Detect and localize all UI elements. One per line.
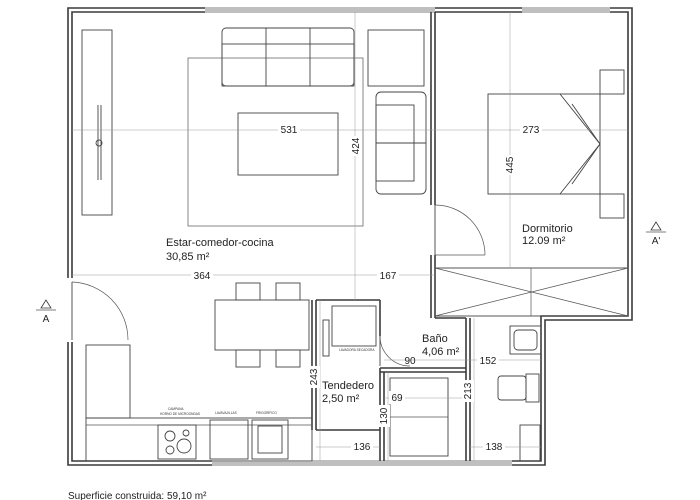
section-marker-left: A [36, 299, 56, 325]
room-labels: Estar-comedor-cocina 30,85 m² Dormitorio… [166, 223, 573, 405]
dim-bath-width: 152 [480, 356, 497, 367]
living-furniture [81, 27, 427, 368]
section-marker-right: A' [646, 221, 666, 247]
living-room-name: Estar-comedor-cocina [166, 237, 274, 249]
bedroom-name: Dormitorio [522, 223, 573, 235]
living-room-area: 30,85 m² [166, 251, 210, 263]
dim-bedroom-width: 273 [523, 125, 540, 136]
laundry-area: 2,50 m² [322, 393, 360, 405]
dishwasher-label: LAVAVAJILLAS [215, 411, 237, 415]
appliance-labels: LAVADORA SECADORA CAMPANA HORNO DE MICRO… [160, 348, 375, 416]
dim-bath-bottom-width: 138 [486, 442, 503, 453]
dim-bath-depth: 213 [463, 382, 474, 399]
section-label-left: A [43, 314, 50, 325]
bath-area: 4,06 m² [422, 346, 460, 358]
dim-bath-door: 90 [404, 356, 416, 367]
built-area-footer: Superficie construida: 59,10 m² [68, 491, 207, 500]
washer-label: LAVADORA SECADORA [339, 348, 375, 352]
dimension-labels: 531 424 273 445 364 167 90 152 243 213 6… [191, 122, 542, 453]
oven-label: HORNO DE MICROONDAS [160, 412, 200, 416]
kitchen [85, 305, 377, 462]
doors [71, 204, 486, 367]
hood-label: CAMPANA [168, 407, 184, 411]
dim-laundry-mid: 69 [391, 393, 403, 404]
dim-living-width: 531 [281, 125, 298, 136]
interior-walls [311, 12, 629, 461]
dim-laundry-depth: 243 [309, 368, 320, 385]
dim-bedroom-depth: 445 [505, 156, 516, 173]
dim-laundry-width: 136 [354, 442, 371, 453]
laundry-name: Tendedero [322, 380, 374, 392]
fridge-label: FRIGORÍFICO [256, 411, 277, 415]
outer-walls [67, 6, 633, 467]
dim-living-span: 364 [194, 271, 211, 282]
dim-corridor: 167 [380, 271, 397, 282]
dim-laundry-low: 130 [379, 407, 390, 424]
section-label-right: A' [652, 236, 661, 247]
dim-living-depth: 424 [351, 137, 362, 154]
bedroom-furniture [487, 69, 625, 219]
bath-name: Baño [422, 333, 448, 345]
bedroom-area: 12.09 m² [522, 235, 566, 247]
